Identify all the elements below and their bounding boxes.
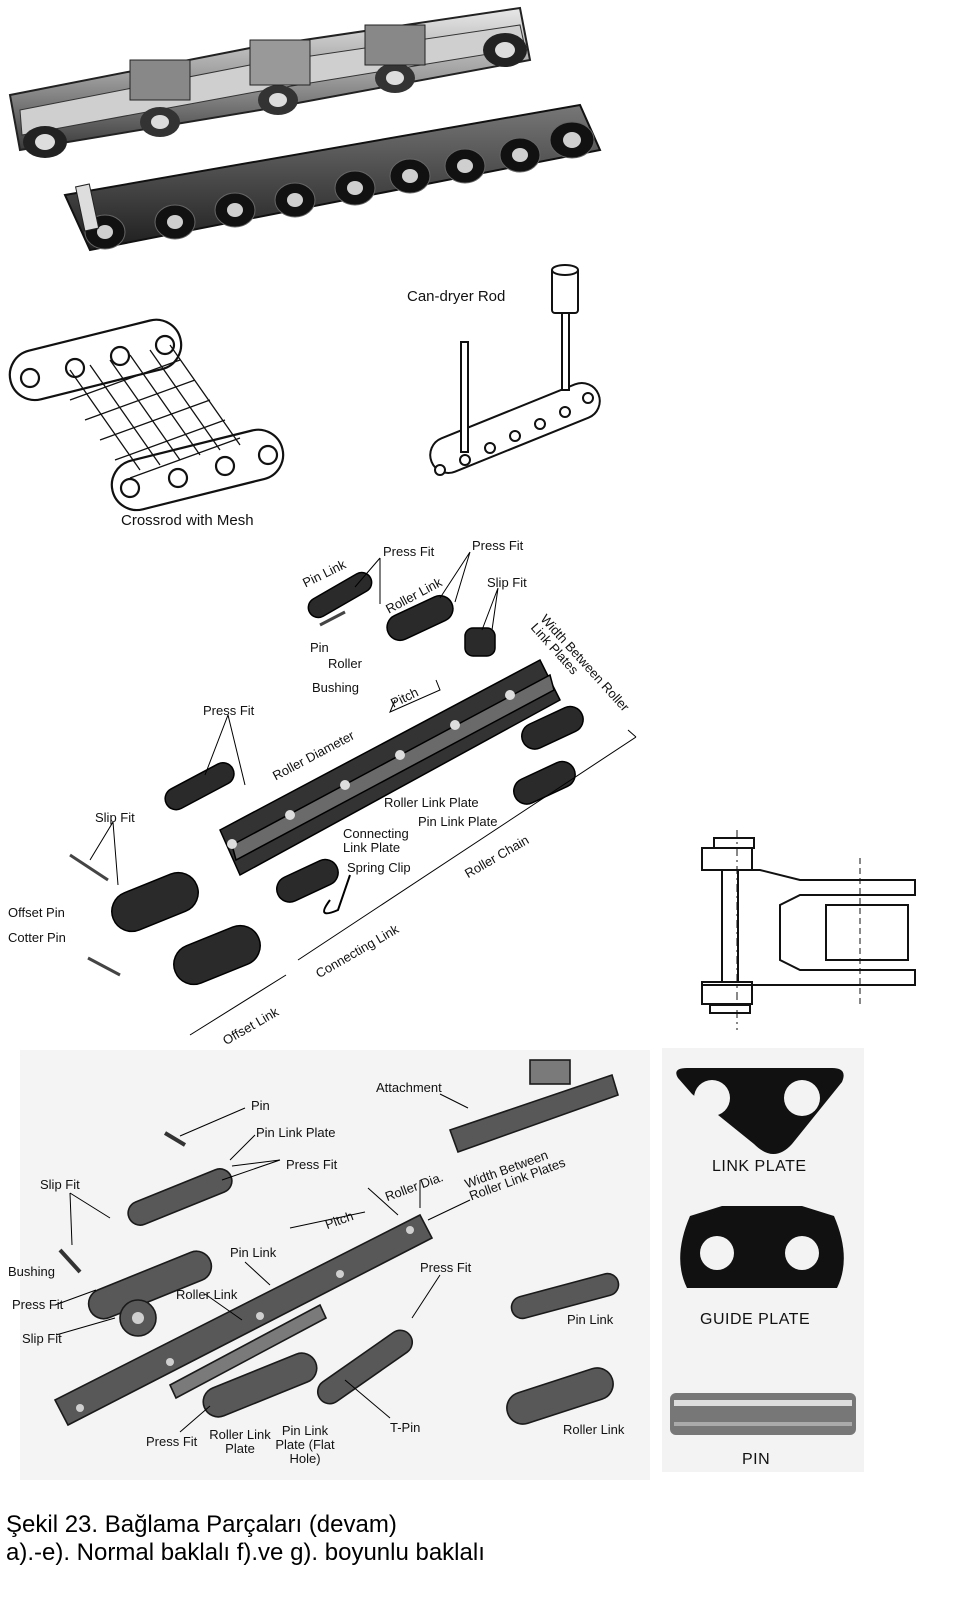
label-c-bushing: Bushing	[8, 1264, 55, 1279]
label-b-roller: Roller	[328, 656, 362, 671]
label-c-pin-link-plate-flat: Pin Link Plate (Flat Hole)	[275, 1423, 335, 1466]
sidebar-chain-exploded-illustration	[20, 1050, 650, 1480]
label-pin: PIN	[742, 1451, 771, 1468]
label-c-pin-link: Pin Link	[230, 1245, 277, 1260]
link-plate-shape	[670, 1068, 856, 1435]
label-b-press-fit-2: Press Fit	[472, 538, 524, 553]
crossrod-and-can-dryer-illustration	[8, 264, 601, 512]
label-b-slip-fit-2: Slip Fit	[95, 810, 135, 825]
label-b-cotter-pin: Cotter Pin	[8, 930, 66, 945]
parts-panel: LINK PLATE GUIDE PLATE PIN	[662, 1048, 864, 1472]
label-c-press-fit-4: Press Fit	[146, 1434, 198, 1449]
label-c-press-fit-2: Press Fit	[12, 1297, 64, 1312]
label-c-roller-link: Roller Link	[176, 1287, 238, 1302]
label-crossrod-mesh: Crossrod with Mesh	[121, 512, 254, 529]
figure-caption-line2: a).-e). Normal baklalı f).ve g). boyunlu…	[6, 1539, 485, 1566]
label-can-dryer-rod: Can-dryer Rod	[407, 288, 506, 305]
label-c-t-pin: T-Pin	[390, 1420, 421, 1435]
label-b-slip-fit-1: Slip Fit	[487, 575, 527, 590]
label-c-slip-fit-2: Slip Fit	[22, 1331, 62, 1346]
label-b-press-fit-3: Press Fit	[203, 703, 255, 718]
label-c-slip-fit-1: Slip Fit	[40, 1177, 80, 1192]
label-c-pin-link-plate: Pin Link Plate	[256, 1125, 336, 1140]
label-c-press-fit-1: Press Fit	[286, 1157, 338, 1172]
roller-chain-lower	[63, 103, 602, 252]
label-c-roller-link-plate: Roller Link Plate	[209, 1427, 271, 1456]
crossrod-mesh-drawing	[8, 318, 285, 512]
label-b-pin: Pin	[310, 640, 329, 655]
can-dryer-rod-drawing	[429, 264, 601, 476]
label-b-bushing: Bushing	[312, 680, 359, 695]
label-guide-plate: GUIDE PLATE	[700, 1311, 811, 1328]
label-c-press-fit-3: Press Fit	[420, 1260, 472, 1275]
label-c-attachment: Attachment	[376, 1080, 442, 1095]
label-b-connecting-link-plate: Connecting Link Plate	[343, 826, 409, 855]
offset-chain-illustration	[8, 6, 602, 252]
label-b-roller-link-plate: Roller Link Plate	[384, 795, 479, 810]
label-c-roller-link-small: Roller Link	[563, 1422, 625, 1437]
label-link-plate: LINK PLATE	[712, 1158, 807, 1175]
label-b-press-fit-1: Press Fit	[383, 544, 435, 559]
link-cross-section-drawing	[701, 830, 916, 1030]
label-c-pin-link-small: Pin Link	[567, 1312, 614, 1327]
label-b-pin-link-plate: Pin Link Plate	[418, 814, 498, 829]
roller-chain-exploded-illustration	[69, 551, 637, 1036]
label-c-pin: Pin	[251, 1098, 270, 1113]
label-b-spring-clip: Spring Clip	[347, 860, 411, 875]
label-b-offset-pin: Offset Pin	[8, 905, 65, 920]
offset-chain-upper	[8, 6, 532, 158]
figure-caption-line1: Şekil 23. Bağlama Parçaları (devam)	[6, 1511, 397, 1538]
